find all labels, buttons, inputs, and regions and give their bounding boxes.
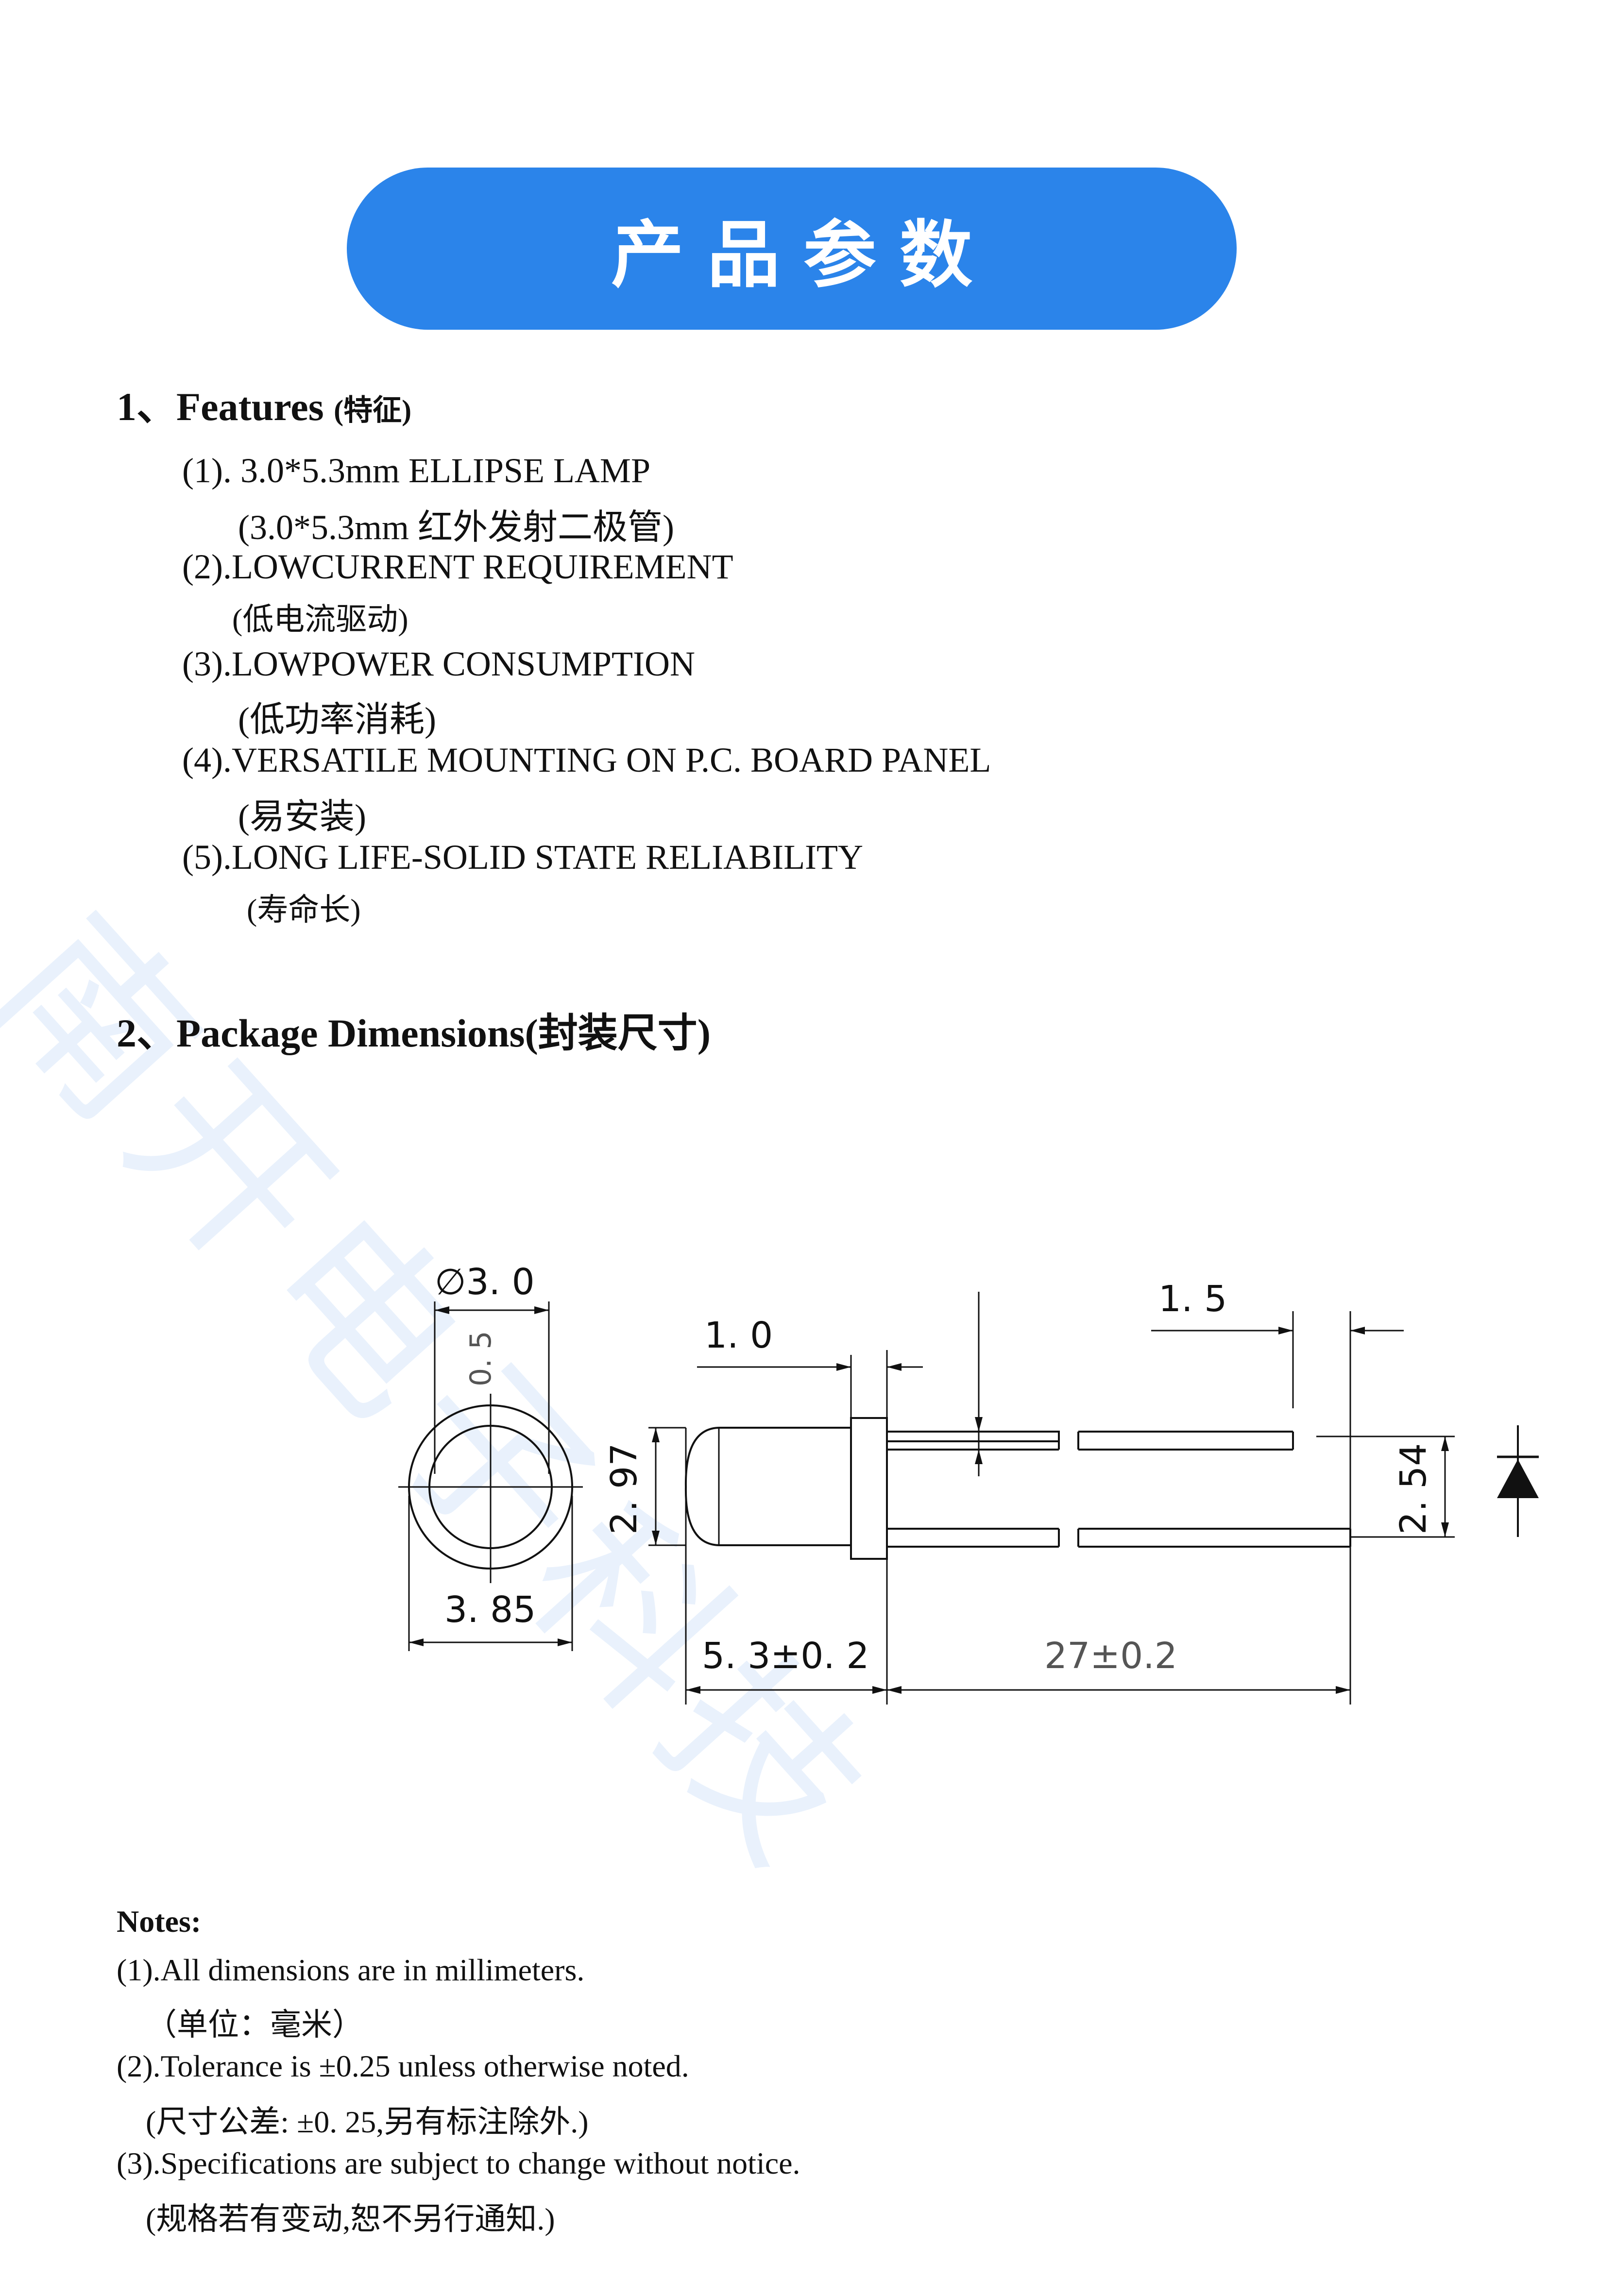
feature-5-cn: (寿命长)	[247, 893, 361, 927]
note-1-en: (1).All dimensions are in millimeters.	[117, 1953, 585, 1987]
dim-body-length: 5. 3±0. 2	[702, 1635, 869, 1677]
feature-5-en: (5).LONG LIFE-SOLID STATE RELIABILITY	[182, 838, 863, 877]
lens-body	[684, 1427, 775, 1546]
dim-flange-diameter: 3. 85	[444, 1589, 536, 1631]
title-banner: 产品参数	[347, 168, 1237, 330]
feature-2-cn: (低电流驱动)	[232, 602, 408, 637]
notes-title: Notes:	[117, 1904, 202, 1939]
diode-triangle	[1497, 1459, 1539, 1498]
dim-flange-thickness: 1. 0	[704, 1315, 773, 1356]
package-heading: 2、Package Dimensions(封装尺寸)	[117, 1011, 711, 1055]
features-heading-cn: (特征)	[334, 394, 412, 426]
features-heading: 1、Features (特征)	[117, 374, 411, 432]
note-3-cn: (规格若有变动,恕不另行通知.)	[146, 2202, 555, 2236]
flange	[850, 1417, 888, 1560]
note-3-en: (3).Specifications are subject to change…	[117, 2146, 800, 2180]
dim-lead-length: 27±0.2	[1044, 1635, 1177, 1677]
dim-lead-end: 1. 5	[1158, 1278, 1227, 1320]
feature-1-en: (1). 3.0*5.3mm ELLIPSE LAMP	[182, 451, 650, 490]
dim-body-width: 2. 97	[603, 1443, 645, 1535]
note-2-cn: (尺寸公差: ±0. 25,另有标注除外.)	[146, 2105, 589, 2139]
feature-4-en: (4).VERSATILE MOUNTING ON P.C. BOARD PAN…	[182, 741, 991, 779]
dim-diameter: ∅3. 0	[435, 1261, 535, 1303]
feature-3-cn: (低功率消耗)	[238, 700, 436, 739]
feature-4-cn: (易安装)	[238, 797, 366, 836]
banner-title: 产品参数	[611, 213, 996, 298]
features-heading-text: 1、Features	[117, 385, 324, 429]
dim-lead-pitch: 2. 54	[1393, 1443, 1434, 1535]
note-1-cn: （单位：毫米）	[146, 2008, 363, 2042]
dim-lead-width: 0. 5	[464, 1331, 498, 1387]
feature-1-cn: (3.0*5.3mm 红外发射二极管)	[238, 508, 674, 547]
feature-3-en: (3).LOWPOWER CONSUMPTION	[182, 644, 695, 683]
feature-2-en: (2).LOWCURRENT REQUIREMENT	[182, 547, 733, 586]
note-2-en: (2).Tolerance is ±0.25 unless otherwise …	[117, 2049, 689, 2083]
